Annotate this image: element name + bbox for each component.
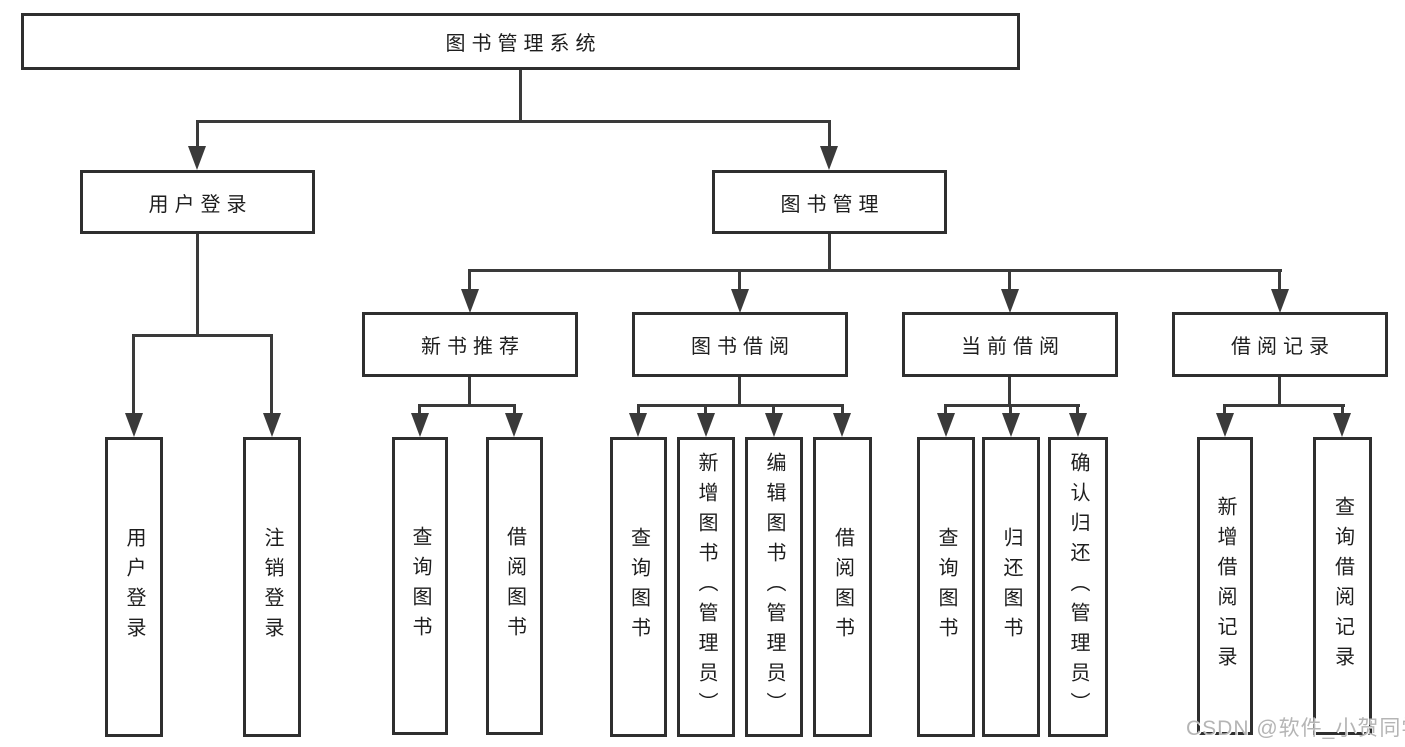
connector-drop-level3 — [1008, 269, 1011, 295]
connector-drop-leaf — [841, 404, 844, 416]
leaf-cur-confirm-return-label: 确认归还（管理员） — [1067, 452, 1089, 722]
leaf-bor-add-book: 新增图书（管理员） — [677, 437, 735, 737]
node-user-login-label: 用户登录 — [148, 193, 253, 216]
node-new-book-rec-label: 新书推荐 — [421, 336, 525, 358]
connector-root-branch — [196, 120, 831, 123]
leaf-add-borrow-record: 新增借阅记录 — [1197, 437, 1253, 735]
leaf-query-borrow-record-label: 查询借阅记录 — [1331, 496, 1354, 676]
arrow-down-icon — [629, 413, 647, 437]
leaf-rec-query-book: 查询图书 — [392, 437, 448, 735]
leaf-rec-borrow-book-label: 借阅图书 — [503, 526, 526, 646]
leaf-bor-query-book: 查询图书 — [610, 437, 667, 737]
connector-drop-leaf — [1009, 404, 1012, 416]
node-borrow-record: 借阅记录 — [1172, 312, 1388, 377]
leaf-user-login-label: 用户登录 — [123, 527, 145, 647]
arrow-down-icon — [1333, 413, 1351, 437]
connector-drop-leaf — [1341, 404, 1344, 416]
leaf-query-borrow-record: 查询借阅记录 — [1313, 437, 1372, 735]
connector-drop-leaf — [772, 404, 775, 416]
connector-root-stem — [519, 69, 522, 122]
node-book-borrow: 图书借阅 — [632, 312, 848, 377]
connector-current-stem — [1008, 377, 1011, 407]
node-current-borrow-label: 当前借阅 — [961, 336, 1065, 358]
leaf-bor-edit-book-label: 编辑图书（管理员） — [763, 452, 785, 722]
node-root-label: 图书管理系统 — [445, 33, 602, 55]
leaf-logout-label: 注销登录 — [261, 527, 283, 647]
leaf-rec-query-book-label: 查询图书 — [409, 526, 431, 646]
leaf-bor-query-book-label: 查询图书 — [627, 527, 650, 647]
leaf-user-login: 用户登录 — [105, 437, 163, 737]
leaf-bor-borrow-book-label: 借阅图书 — [831, 527, 854, 647]
leaf-cur-confirm-return: 确认归还（管理员） — [1048, 437, 1108, 737]
node-book-mgmt-label: 图书管理 — [780, 193, 885, 216]
leaf-cur-query-book-label: 查询图书 — [935, 527, 957, 647]
connector-borrow-branch — [637, 404, 844, 407]
connector-borrow-stem — [738, 377, 741, 407]
arrow-down-icon — [731, 289, 749, 313]
leaf-cur-return-book-label: 归还图书 — [1000, 527, 1022, 647]
leaf-add-borrow-record-label: 新增借阅记录 — [1214, 496, 1236, 676]
connector-rec-branch — [418, 404, 516, 407]
leaf-bor-borrow-book: 借阅图书 — [813, 437, 872, 737]
arrow-down-icon — [505, 413, 523, 437]
connector-drop-book-mgmt — [828, 120, 831, 148]
leaf-logout: 注销登录 — [243, 437, 301, 737]
node-current-borrow: 当前借阅 — [902, 312, 1118, 377]
connector-drop-leaf — [1076, 404, 1079, 416]
leaf-cur-return-book: 归还图书 — [982, 437, 1040, 737]
connector-login-branch — [132, 334, 273, 337]
connector-drop-leaf — [1223, 404, 1226, 416]
node-user-login: 用户登录 — [80, 170, 315, 234]
connector-drop-leaf — [132, 334, 135, 417]
node-book-borrow-label: 图书借阅 — [691, 336, 795, 358]
connector-record-branch — [1223, 404, 1345, 407]
connector-drop-leaf — [270, 334, 273, 417]
connector-current-branch — [944, 404, 1080, 407]
arrow-down-icon — [1069, 413, 1087, 437]
arrow-down-icon — [697, 413, 715, 437]
leaf-rec-borrow-book: 借阅图书 — [486, 437, 543, 735]
leaf-bor-edit-book: 编辑图书（管理员） — [745, 437, 803, 737]
connector-mgmt-branch — [468, 269, 1282, 272]
connector-drop-user-login — [196, 120, 199, 148]
leaf-bor-add-book-label: 新增图书（管理员） — [695, 452, 717, 722]
connector-drop-level3 — [738, 269, 741, 295]
connector-drop-leaf — [418, 404, 421, 416]
arrow-down-icon — [937, 413, 955, 437]
connector-drop-leaf — [637, 404, 640, 416]
node-book-mgmt: 图书管理 — [712, 170, 947, 234]
connector-drop-leaf — [944, 404, 947, 416]
arrow-down-icon — [833, 413, 851, 437]
node-root: 图书管理系统 — [21, 13, 1020, 70]
watermark-text: CSDN @软件_小贺同学 — [1186, 717, 1405, 740]
connector-rec-stem — [468, 377, 471, 407]
arrow-down-icon — [1002, 413, 1020, 437]
arrow-down-icon — [820, 146, 838, 170]
arrow-down-icon — [1216, 413, 1234, 437]
connector-record-stem — [1278, 377, 1281, 407]
arrow-down-icon — [461, 289, 479, 313]
leaf-cur-query-book: 查询图书 — [917, 437, 975, 737]
arrow-down-icon — [263, 413, 281, 437]
arrow-down-icon — [765, 413, 783, 437]
connector-drop-leaf — [704, 404, 707, 416]
connector-login-stem — [196, 233, 199, 337]
arrow-down-icon — [1271, 289, 1289, 313]
node-borrow-record-label: 借阅记录 — [1231, 336, 1335, 358]
arrow-down-icon — [1001, 289, 1019, 313]
connector-drop-level3 — [1278, 269, 1281, 295]
arrow-down-icon — [411, 413, 429, 437]
connector-drop-leaf — [513, 404, 516, 416]
node-new-book-rec: 新书推荐 — [362, 312, 578, 377]
connector-drop-level3 — [468, 269, 471, 295]
arrow-down-icon — [188, 146, 206, 170]
arrow-down-icon — [125, 413, 143, 437]
connector-mgmt-stem — [828, 233, 831, 272]
